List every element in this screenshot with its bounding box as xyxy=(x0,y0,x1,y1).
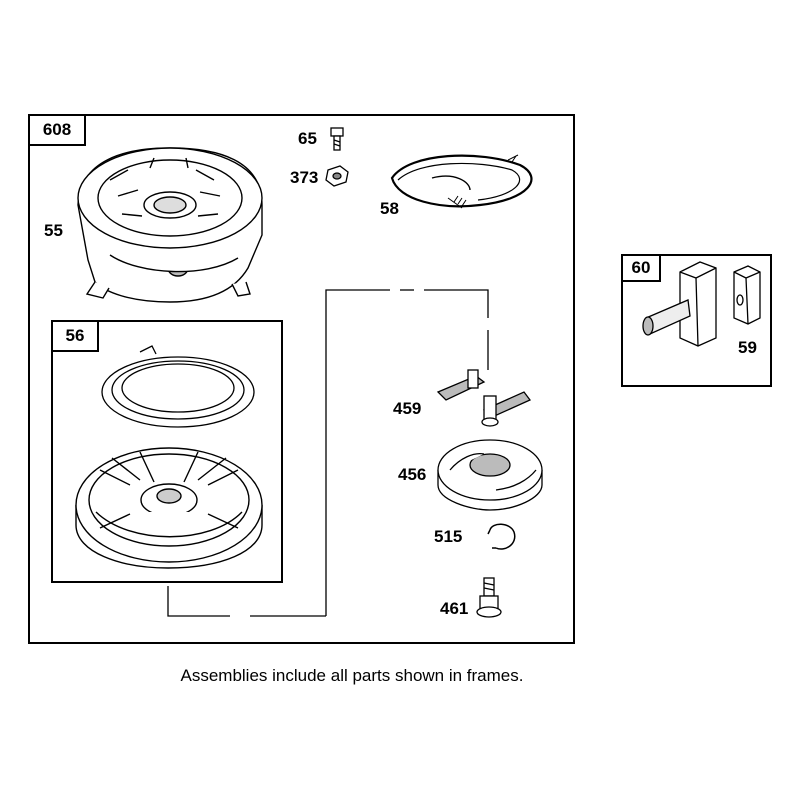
handle-insert xyxy=(642,261,761,347)
starter-dogs xyxy=(436,369,532,427)
dog-retainer xyxy=(437,439,543,511)
nut xyxy=(325,165,349,187)
main-assembly-frame: 608 xyxy=(28,114,575,644)
handle-frame: 60 xyxy=(621,254,772,387)
handle-frame-label: 60 xyxy=(621,254,661,282)
callout-pin: 461 xyxy=(440,599,469,618)
starter-pulley-frame: 56 xyxy=(51,320,283,583)
callout-ring: 515 xyxy=(434,527,463,546)
starter-pulley xyxy=(75,447,263,569)
callout-nut: 373 xyxy=(290,168,319,187)
retaining-ring xyxy=(487,523,516,550)
callout-rope: 58 xyxy=(380,199,399,218)
main-assembly-label: 608 xyxy=(28,114,86,146)
callout-screw: 65 xyxy=(298,129,317,148)
screw xyxy=(330,127,344,151)
diagram-caption: Assemblies include all parts shown in fr… xyxy=(180,666,524,685)
retainer-screw xyxy=(476,577,502,618)
callout-dog: 459 xyxy=(393,399,422,418)
starter-housing xyxy=(77,147,263,303)
callout-handle-insert: 59 xyxy=(738,338,757,357)
connector-lines xyxy=(167,289,489,617)
rewind-spring xyxy=(101,345,255,428)
starter-rope xyxy=(390,154,533,209)
callout-housing: 55 xyxy=(44,221,63,240)
callout-retainer: 456 xyxy=(398,465,427,484)
starter-pulley-label: 56 xyxy=(51,320,99,352)
